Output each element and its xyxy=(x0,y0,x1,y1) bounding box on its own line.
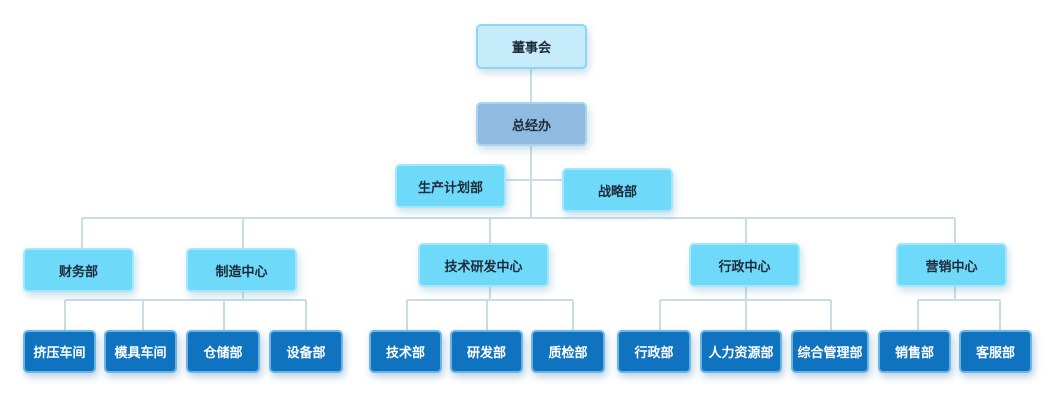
node-mold-workshop[interactable]: 模具车间 xyxy=(104,330,177,373)
node-manufacturing-center[interactable]: 制造中心 xyxy=(186,248,297,292)
node-strategy[interactable]: 战略部 xyxy=(562,168,673,212)
node-technology[interactable]: 技术部 xyxy=(369,330,442,373)
node-customer-service[interactable]: 客服部 xyxy=(959,330,1032,373)
node-human-resources[interactable]: 人力资源部 xyxy=(700,330,782,373)
node-general-office[interactable]: 总经办 xyxy=(476,102,587,146)
node-research[interactable]: 研发部 xyxy=(450,330,523,373)
node-finance[interactable]: 财务部 xyxy=(23,248,134,292)
node-general-management[interactable]: 综合管理部 xyxy=(791,330,869,373)
node-marketing-center[interactable]: 营销中心 xyxy=(896,243,1007,287)
node-admin-center[interactable]: 行政中心 xyxy=(689,243,800,287)
node-production-planning[interactable]: 生产计划部 xyxy=(395,164,506,208)
node-quality-inspection[interactable]: 质检部 xyxy=(531,330,605,373)
node-equipment[interactable]: 设备部 xyxy=(269,330,343,373)
node-rnd-center[interactable]: 技术研发中心 xyxy=(418,243,549,287)
node-sales[interactable]: 销售部 xyxy=(878,330,951,373)
node-administration[interactable]: 行政部 xyxy=(617,330,691,373)
node-board[interactable]: 董事会 xyxy=(476,24,587,69)
node-extrusion-workshop[interactable]: 挤压车间 xyxy=(23,330,96,373)
node-warehouse[interactable]: 仓储部 xyxy=(186,330,260,373)
